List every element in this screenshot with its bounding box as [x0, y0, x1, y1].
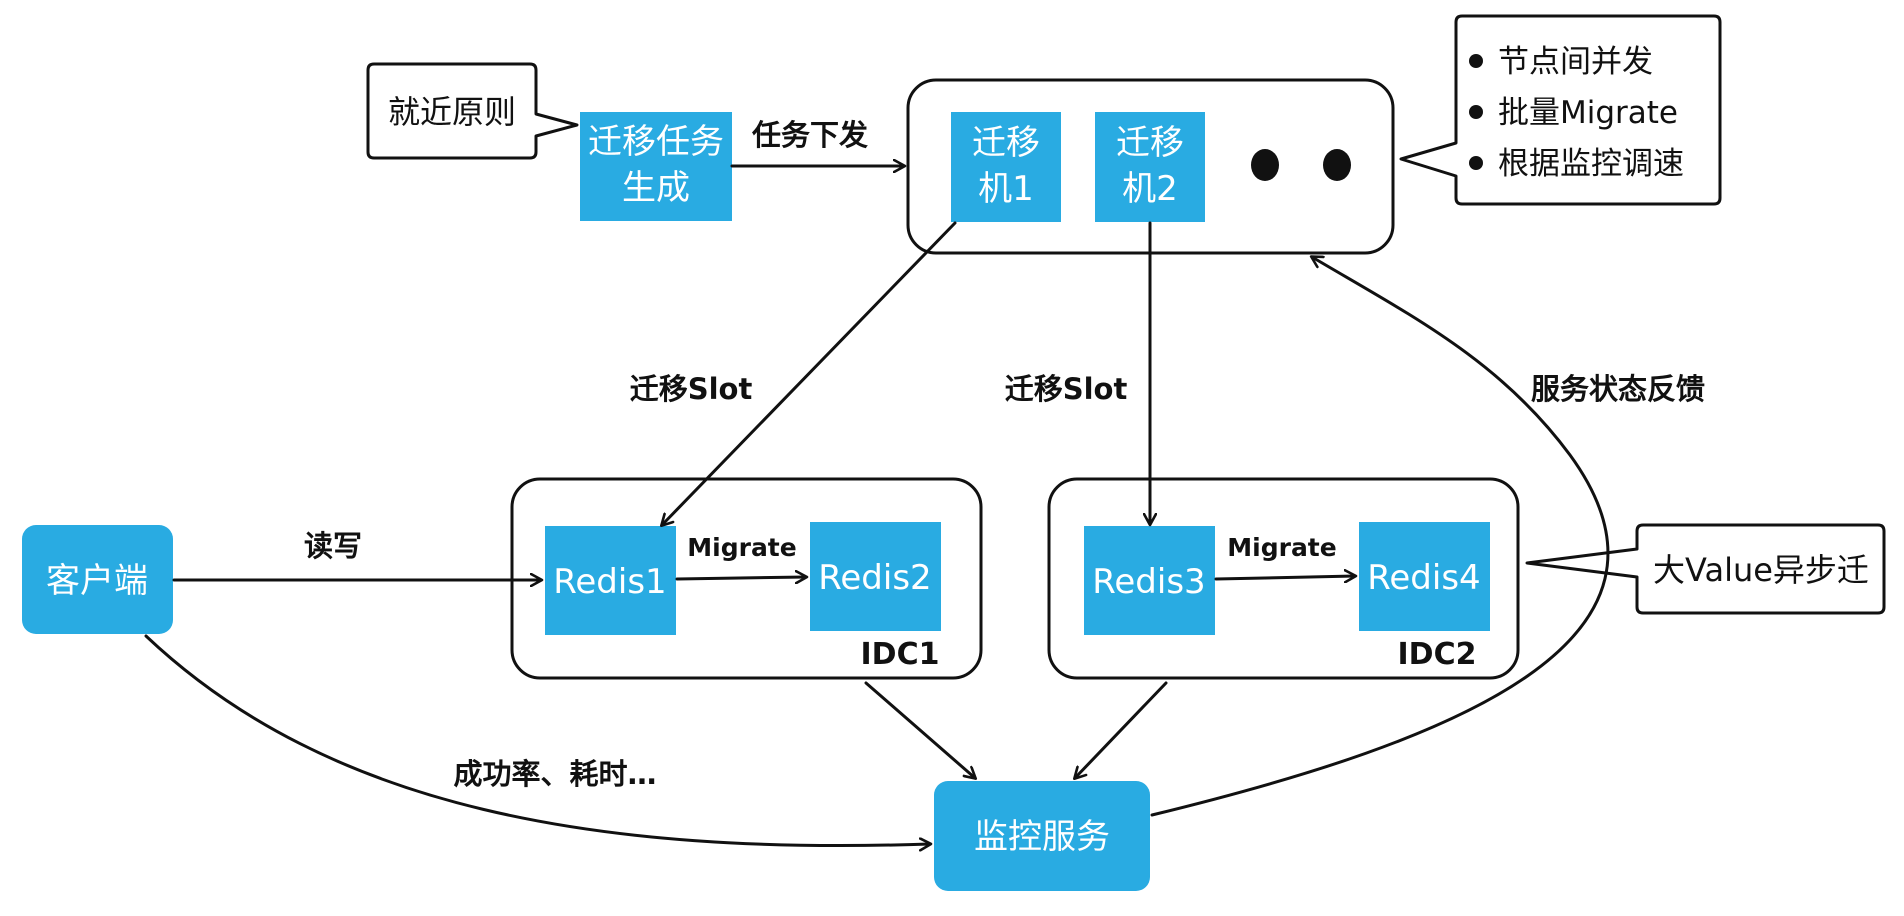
client-node: 客户端 — [22, 525, 173, 634]
migrator-2-label-line2: 机2 — [1122, 169, 1178, 209]
migrator-1-label-line2: 机1 — [978, 169, 1034, 209]
client-label: 客户端 — [46, 561, 148, 601]
migrator-2-label-line1: 迁移 — [1116, 123, 1184, 163]
edge-label-migrate-slot-1: 迁移Slot — [630, 372, 753, 406]
task-generation-label-line1: 迁移任务 — [588, 122, 724, 162]
edge-label-status-feedback: 服务状态反馈 — [1531, 372, 1705, 406]
redis1-label: Redis1 — [553, 562, 666, 602]
edge-label-read-write: 读写 — [304, 529, 362, 563]
arrow-migrate-r3-r4 — [1214, 576, 1355, 579]
task-generation-label-line2: 生成 — [622, 168, 690, 208]
redis4-node: Redis4 — [1359, 522, 1490, 631]
edge-label-success-rate: 成功率、耗时… — [453, 757, 656, 791]
callout-bigvalue-text: 大Value异步迁 — [1653, 551, 1869, 589]
migrator-2-node: 迁移 机2 — [1095, 112, 1205, 222]
redis3-label: Redis3 — [1092, 562, 1205, 602]
migrator-1-node: 迁移 机1 — [951, 112, 1061, 222]
redis1-node: Redis1 — [545, 526, 676, 635]
arrow-idc1-monitor — [864, 681, 975, 778]
ellipsis-dot-2 — [1323, 149, 1351, 181]
edge-label-migrate-slot-2: 迁移Slot — [1005, 372, 1128, 406]
task-generation-node: 迁移任务 生成 — [580, 112, 732, 221]
migrator-1-label-line1: 迁移 — [972, 123, 1040, 163]
bullet-dot-2 — [1469, 105, 1483, 119]
idc2-group — [1047, 477, 1520, 680]
redis2-node: Redis2 — [810, 522, 941, 631]
arrow-idc2-monitor — [1075, 681, 1168, 778]
edge-label-task-dispatch: 任务下发 — [751, 118, 868, 152]
feature-bullet-1: 节点间并发 — [1498, 44, 1653, 80]
idc1-label: IDC1 — [861, 637, 940, 672]
ellipsis-dot-1 — [1251, 149, 1279, 181]
arrow-status-feedback — [1150, 257, 1610, 817]
callout-nearby — [366, 62, 579, 160]
redis2-label: Redis2 — [818, 558, 931, 598]
callout-bigvalue — [1525, 523, 1886, 615]
bullet-dot-1 — [1469, 54, 1483, 68]
arrow-migrate-slot-1 — [662, 221, 957, 525]
feature-bullet-3: 根据监控调速 — [1498, 146, 1684, 182]
redis3-node: Redis3 — [1084, 526, 1215, 635]
bullet-dot-3 — [1469, 156, 1483, 170]
feature-bullet-2: 批量Migrate — [1498, 95, 1678, 131]
edge-label-migrate-1: Migrate — [687, 533, 796, 562]
edge-label-migrate-2: Migrate — [1227, 533, 1336, 562]
monitor-service-node: 监控服务 — [934, 781, 1150, 891]
arrow-client-monitor — [144, 634, 930, 846]
idc2-label: IDC2 — [1398, 637, 1477, 672]
monitor-service-label: 监控服务 — [974, 817, 1110, 857]
redis4-label: Redis4 — [1367, 558, 1480, 598]
arrow-migrate-r1-r2 — [675, 577, 806, 579]
callout-nearby-text: 就近原则 — [388, 93, 516, 131]
